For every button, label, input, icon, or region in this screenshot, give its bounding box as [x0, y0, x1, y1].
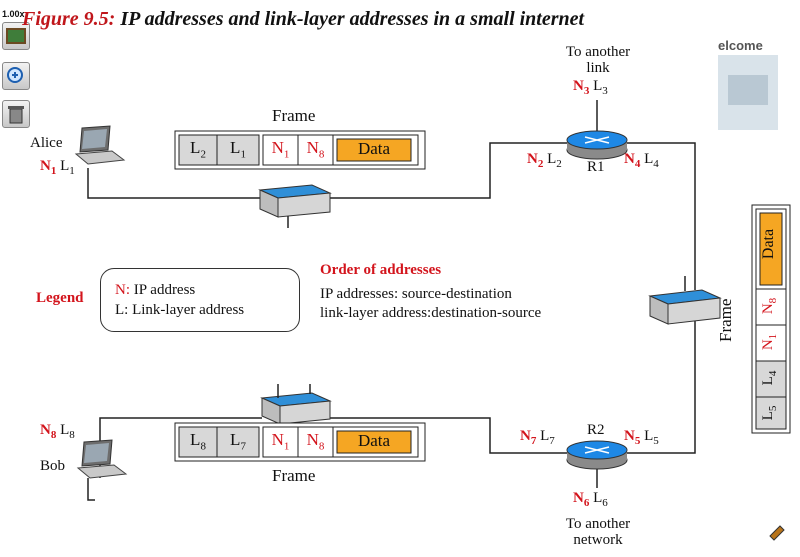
side-switch-icon	[648, 276, 722, 325]
legend-box	[100, 268, 300, 332]
bottom-frame-data: Data	[357, 431, 391, 450]
r2-right-address: N5 L5	[624, 428, 659, 447]
welcome-text: elcome	[718, 38, 763, 53]
bottom-frame-cell-4: N8	[306, 430, 325, 453]
bob-label: Bob	[40, 458, 66, 474]
board-icon[interactable]	[2, 22, 30, 50]
trash-icon[interactable]	[2, 100, 30, 128]
order-line-ip: IP addresses: source-destination	[320, 286, 512, 302]
figure-title: Figure 9.5: IP addresses and link-layer …	[22, 8, 584, 31]
side-frame-cell-l5: L5	[760, 405, 779, 421]
r2-left-address: N7 L7	[520, 428, 555, 447]
side-frame-cell-l4: L4	[760, 370, 779, 386]
top-frame-cell-4: N8	[306, 138, 325, 161]
bottom-switch-icon	[260, 384, 332, 425]
top-frame-cell-2: L1	[230, 138, 246, 161]
r1-left-address: N2 L2	[527, 151, 562, 170]
figure-caption: IP addresses and link-layer addresses in…	[120, 8, 585, 30]
top-frame-cell-3: N1	[271, 138, 290, 161]
order-heading: Order of addresses	[320, 262, 442, 278]
alice-label: Alice	[30, 135, 63, 151]
alice-laptop-icon	[74, 125, 126, 165]
zoom-icon[interactable]	[2, 62, 30, 90]
bottom-frame-cell-3: N1	[271, 430, 290, 453]
bottom-frame-cell-1: L8	[190, 430, 206, 453]
legend-line-ip: N: IP address	[115, 282, 196, 298]
figure-number: Figure 9.5:	[22, 8, 116, 30]
top-frame-title: Frame	[272, 106, 316, 125]
side-frame-cell-n8: N8	[760, 297, 779, 315]
side-frame-box	[751, 204, 791, 434]
side-toolbar: 1.00x	[0, 0, 30, 135]
welcome-thumbnail	[718, 55, 778, 130]
top-frame-box	[174, 130, 426, 170]
top-frame-cell-1: L2	[190, 138, 206, 161]
legend-line-link: L: Link-layer address	[115, 302, 245, 318]
alice-address: N1 L1	[40, 158, 75, 177]
zoom-level: 1.00x	[2, 9, 25, 19]
bottom-frame-box	[174, 422, 426, 462]
side-frame-cell-n1: N1	[760, 333, 779, 351]
r1-top-address: N3 L3	[573, 78, 608, 97]
r2-bottom-address: N6 L6	[573, 490, 608, 509]
pen-icon	[769, 525, 785, 541]
r2-name: R2	[587, 422, 605, 438]
bob-address: N8 L8	[40, 422, 75, 441]
router-r2-icon	[566, 440, 628, 470]
bob-laptop-icon	[76, 439, 128, 479]
r1-right-address: N4 L4	[624, 151, 659, 170]
router-r1-icon	[566, 130, 628, 160]
side-frame-data: Data	[760, 228, 777, 260]
legend-heading: Legend	[36, 290, 84, 306]
order-line-link: link-layer address:destination-source	[320, 305, 542, 321]
bottom-frame-cell-2: L7	[230, 430, 246, 453]
side-frame-title: Frame	[716, 298, 735, 342]
bottom-frame-title: Frame	[272, 466, 316, 485]
r1-name: R1	[587, 159, 605, 175]
top-frame-data: Data	[357, 139, 391, 158]
top-switch-icon	[258, 184, 332, 228]
